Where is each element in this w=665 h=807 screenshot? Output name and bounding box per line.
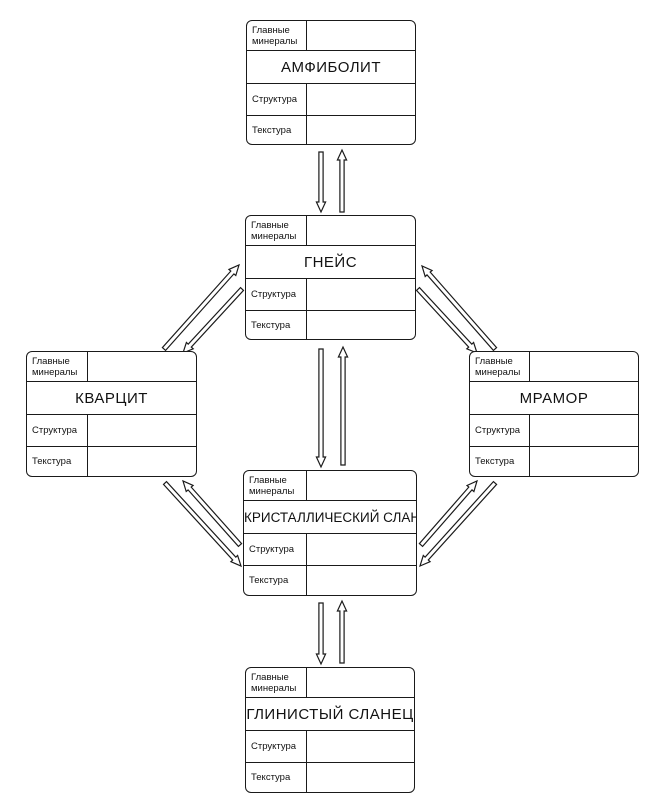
structure-row: Структура	[246, 279, 415, 311]
rock-name-row: КВАРЦИТ	[27, 382, 196, 415]
arrow-crystalline-schist-to-quartzite	[182, 479, 243, 548]
texture-label: Текстура	[475, 456, 515, 467]
rock-name: АМФИБОЛИТ	[281, 59, 381, 76]
arrow-gneiss-to-quartzite	[182, 286, 245, 355]
arrow-crystalline-schist-to-marble	[418, 479, 478, 548]
structure-row: Структура	[247, 84, 415, 116]
texture-row: Текстура	[246, 311, 415, 339]
arrow-marble-to-gneiss	[421, 264, 498, 352]
arrow-gneiss-to-crystalline-schist	[315, 348, 327, 469]
rock-name: МРАМОР	[519, 390, 589, 407]
structure-label: Структура	[251, 741, 297, 752]
structure-label: Структура	[251, 289, 297, 300]
texture-row: Текстура	[247, 116, 415, 144]
rock-name: КРИСТАЛЛИЧЕСКИЙ СЛАНЕЦ	[244, 510, 416, 525]
texture-row: Текстура	[244, 566, 416, 595]
texture-label: Текстура	[252, 125, 292, 136]
texture-row: Текстура	[246, 763, 414, 792]
arrow-quartzite-to-crystalline-schist	[162, 480, 242, 568]
arrow-gneiss-to-marble	[415, 286, 478, 355]
structure-row: Структура	[244, 534, 416, 566]
arrow-quartzite-to-gneiss	[161, 263, 240, 352]
rock-name-row: ГЛИНИСТЫЙ СЛАНЕЦ	[246, 698, 414, 731]
structure-row: Структура	[246, 731, 414, 763]
rock-name-row: КРИСТАЛЛИЧЕСКИЙ СЛАНЕЦ	[244, 501, 416, 534]
structure-label: Структура	[252, 94, 298, 105]
texture-row: Текстура	[27, 447, 196, 476]
rock-name-row: МРАМОР	[470, 382, 638, 415]
rock-name-row: ГНЕЙС	[246, 246, 415, 279]
texture-label: Текстура	[251, 320, 291, 331]
arrow-marble-to-crystalline-schist	[419, 480, 498, 568]
texture-label: Текстура	[32, 456, 72, 467]
texture-label: Текстура	[249, 575, 289, 586]
arrow-clay-shale-to-crystalline-schist	[336, 599, 348, 664]
rock-name-row: АМФИБОЛИТ	[247, 51, 415, 84]
texture-row: Текстура	[470, 447, 638, 476]
rock-name: КВАРЦИТ	[75, 390, 148, 407]
structure-row: Структура	[27, 415, 196, 447]
structure-label: Структура	[32, 425, 78, 436]
structure-label: Структура	[475, 425, 521, 436]
arrow-gneiss-to-amphibolite	[336, 148, 348, 213]
structure-row: Структура	[470, 415, 638, 447]
arrow-amphibolite-to-gneiss	[315, 151, 327, 214]
arrow-crystalline-schist-to-clay-shale	[315, 602, 327, 666]
rock-name: ГЛИНИСТЫЙ СЛАНЕЦ	[246, 706, 414, 723]
texture-label: Текстура	[251, 772, 291, 783]
rock-name: ГНЕЙС	[303, 254, 358, 271]
arrow-crystalline-schist-to-gneiss	[337, 345, 349, 466]
structure-label: Структура	[249, 544, 295, 555]
